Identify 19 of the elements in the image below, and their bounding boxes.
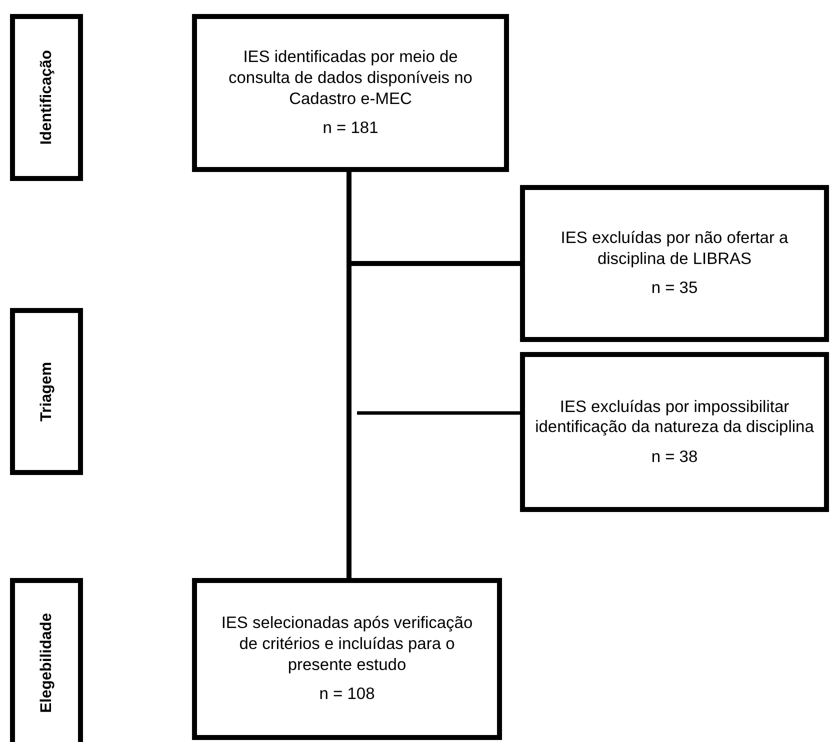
- count-label: n = 35: [651, 278, 698, 299]
- stage-label: Triagem: [36, 362, 56, 422]
- connector-line: [357, 411, 520, 415]
- stage-label-box: [10, 14, 83, 181]
- box-text: IES identificadas por meio de consulta de dados disponíveis no Cadastro e-MEC: [227, 47, 474, 110]
- stage-label: Elegebilidade: [36, 613, 56, 713]
- process-box: [192, 14, 509, 172]
- process-box: [192, 578, 502, 740]
- box-text: IES excluídas por não ofertar a disciplina de LIBRAS: [560, 228, 790, 270]
- count-label: n = 38: [651, 446, 698, 468]
- process-box: [520, 352, 829, 512]
- count-label: n = 108: [319, 684, 375, 705]
- process-box: [520, 185, 829, 342]
- box-text: IES selecionadas após verificação de critérios e incluídas para o presente estudo: [221, 613, 473, 676]
- stage-label-box: [10, 578, 83, 742]
- stage-label: Identificação: [36, 50, 56, 145]
- box-text: IES excluídas por impossibilitar identificação da natureza da disciplina: [534, 396, 815, 438]
- count-label: n = 181: [322, 118, 378, 139]
- stage-label-box: [10, 308, 83, 475]
